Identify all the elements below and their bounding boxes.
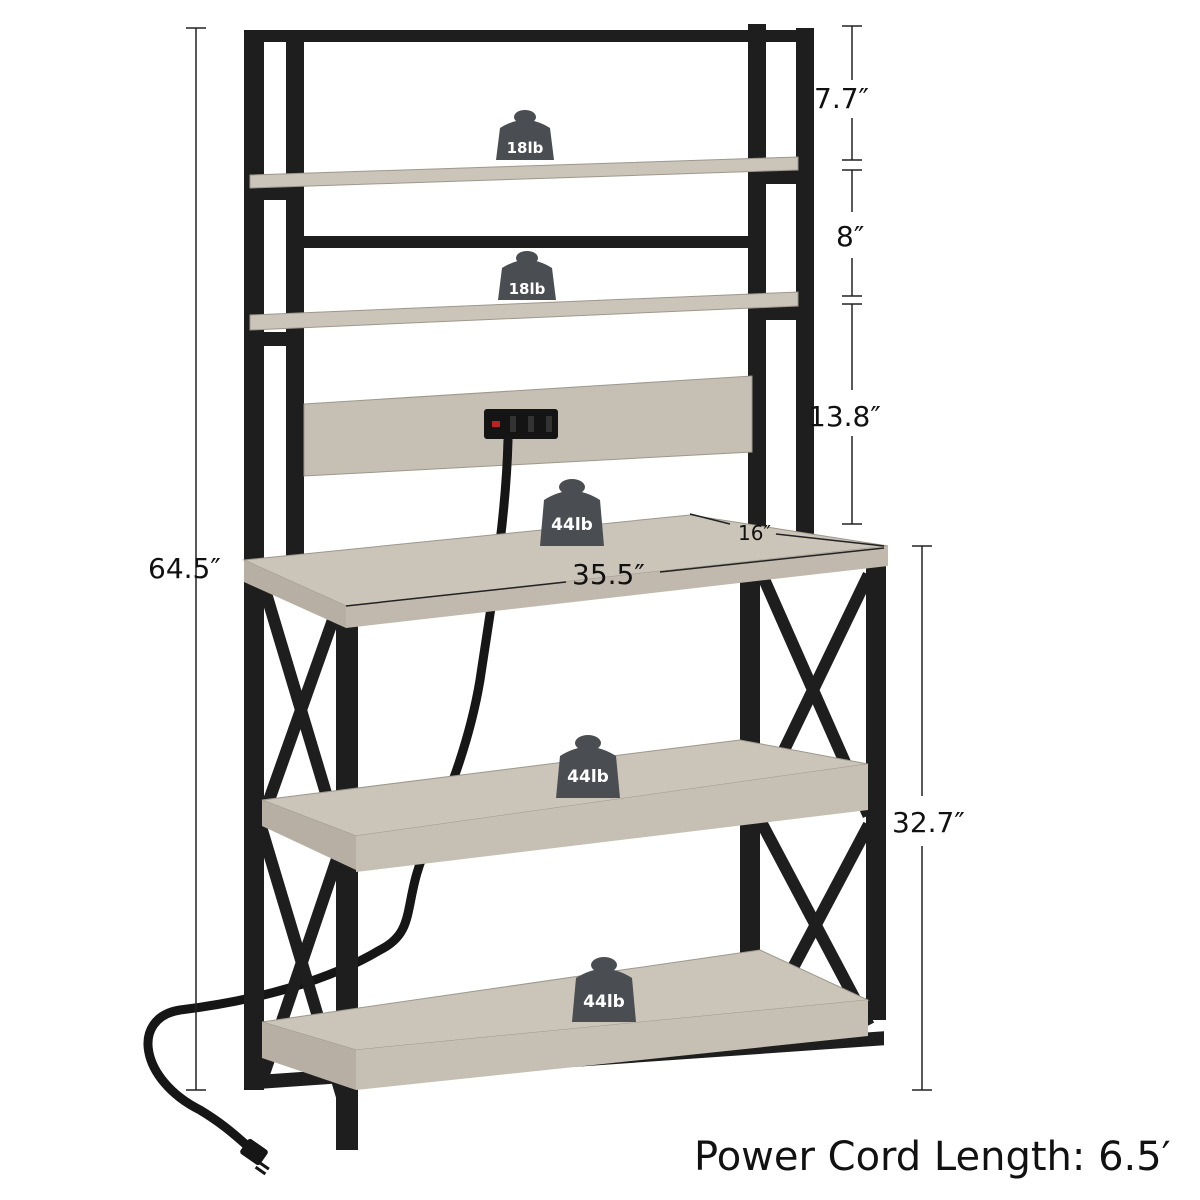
weight-label-top: 18lb [507, 139, 544, 157]
weight-icon: 18lb [496, 110, 554, 160]
total-height-label: 64.5″ [148, 552, 221, 585]
second-shelf [249, 291, 799, 331]
plug-icon [240, 1138, 270, 1176]
shelf-gap-3-label: 13.8″ [808, 400, 881, 433]
dimension-lines [186, 25, 932, 1091]
weight-label-middle: 44lb [567, 767, 609, 787]
weight-label-second: 18lb [509, 280, 546, 298]
shelf-gap-1-label: 7.7″ [814, 82, 869, 115]
weight-icon: 44lb [540, 479, 604, 546]
lower-height-label: 32.7″ [892, 806, 965, 839]
weight-label-desktop: 44lb [551, 515, 593, 535]
weight-label-bottom: 44lb [583, 992, 625, 1012]
weight-icon: 44lb [572, 957, 636, 1022]
width-label: 35.5″ [572, 558, 645, 591]
power-outlet [484, 409, 558, 439]
bottom-shelf [261, 949, 870, 1090]
power-cord-length-caption: Power Cord Length: 6.5′ [694, 1134, 1171, 1180]
depth-label: 16″ [738, 521, 771, 545]
top-shelf [249, 156, 799, 189]
weight-icon: 18lb [498, 251, 556, 300]
desktop-shelf [242, 514, 889, 628]
shelf-gap-2-label: 8″ [836, 220, 864, 253]
weight-icon: 44lb [556, 735, 620, 798]
power-cord [143, 435, 513, 1153]
